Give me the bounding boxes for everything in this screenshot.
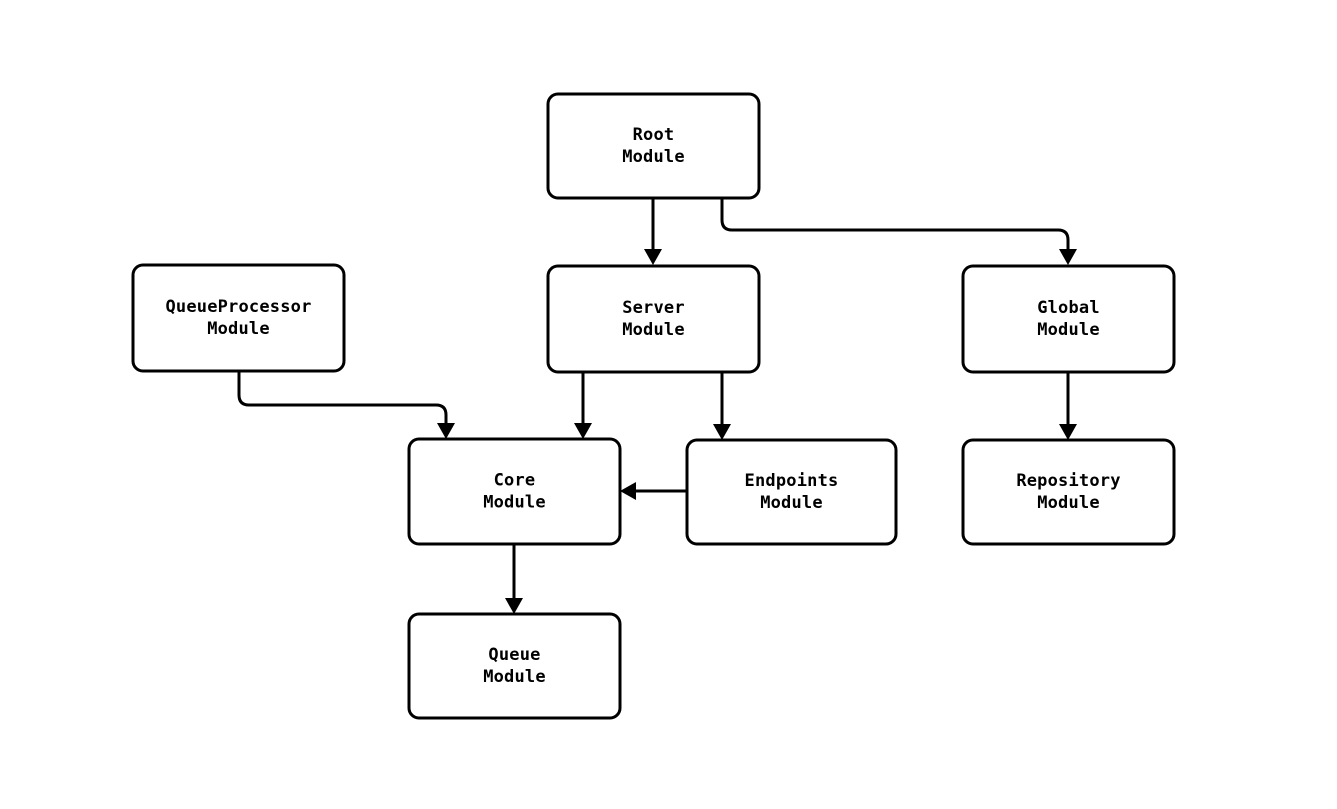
edge-arrowhead [1059, 424, 1077, 440]
edge-endpoints-to-core [620, 482, 687, 500]
node-label-line1: Server [622, 298, 685, 318]
node-box[interactable] [546, 92, 761, 200]
node-label-line2: Module [760, 493, 823, 513]
edge-arrowhead [644, 249, 662, 265]
node-box[interactable] [131, 263, 346, 373]
node-label-line2: Module [622, 147, 685, 167]
node-label-line1: QueueProcessor [165, 297, 311, 317]
node-label-line1: Endpoints [745, 471, 839, 491]
edge-arrowhead [437, 423, 455, 439]
edge-line [237, 371, 448, 424]
node-layer: RootModuleQueueProcessorModuleServerModu… [131, 92, 1176, 720]
node-label-line1: Repository [1016, 471, 1120, 491]
edge-arrowhead [574, 423, 592, 439]
edge-root-to-global [720, 198, 1077, 265]
node-box[interactable] [407, 437, 622, 546]
edge-server-to-core [574, 372, 592, 439]
node-label-line2: Module [483, 667, 546, 687]
edge-core-to-queue [505, 544, 523, 614]
node-label-line2: Module [207, 319, 270, 339]
edge-arrowhead [505, 598, 523, 614]
edge-global-to-repository [1059, 372, 1077, 440]
edge-arrowhead [713, 424, 731, 440]
node-label-line1: Queue [488, 645, 540, 665]
edge-queueprocessor-to-core [237, 371, 455, 439]
node-label-line2: Module [483, 493, 546, 513]
node-box[interactable] [685, 438, 898, 546]
node-label-line2: Module [1037, 320, 1100, 340]
node-label-line2: Module [1037, 493, 1100, 513]
node-box[interactable] [961, 438, 1176, 546]
node-box[interactable] [546, 264, 761, 374]
edge-line [720, 198, 1070, 250]
edge-root-to-server [644, 198, 662, 265]
node-label-line1: Core [494, 471, 536, 491]
node-label-line2: Module [622, 320, 685, 340]
node-label-line1: Global [1037, 298, 1100, 318]
edge-arrowhead [620, 482, 636, 500]
node-label-line1: Root [633, 125, 675, 145]
node-box[interactable] [407, 612, 622, 720]
node-box[interactable] [961, 264, 1176, 374]
edge-arrowhead [1059, 249, 1077, 265]
edge-server-to-endpoints [713, 372, 731, 440]
edge-layer [237, 198, 1077, 614]
